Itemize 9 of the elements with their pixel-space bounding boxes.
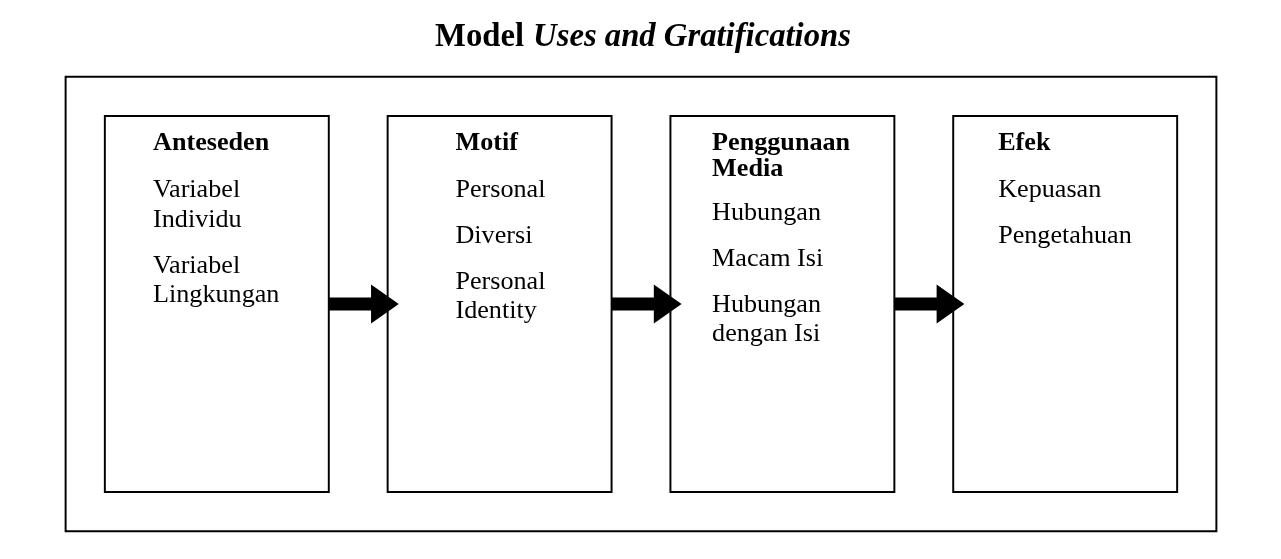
node-box: Motif Personal Diversi Personal Identity	[386, 115, 613, 493]
diagram-title: Model Uses and Gratifications	[434, 16, 851, 53]
node-box: Penggunaan Media Hubungan Macam Isi Hubungan dengan Isi	[668, 115, 895, 493]
cluster	[64, 75, 1217, 533]
arrow	[894, 284, 964, 324]
arrow	[611, 284, 682, 324]
node-box: Efek Kepuasan Pengetahuan	[951, 115, 1178, 493]
arrow	[328, 284, 399, 324]
node-box: Anteseden Variabel Individu Variabel Lingkungan	[103, 115, 330, 493]
